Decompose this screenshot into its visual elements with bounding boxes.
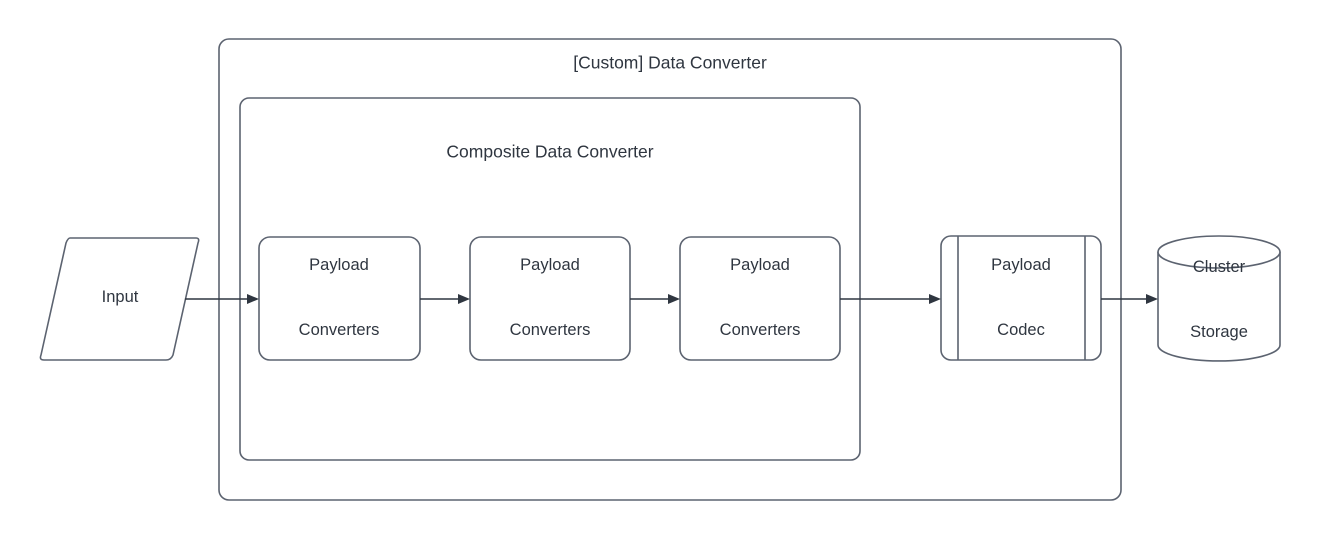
edge-input-to-pc1 xyxy=(185,294,259,304)
node-payload-codec-shape[interactable] xyxy=(940,235,1102,361)
node-cluster-storage-shape[interactable] xyxy=(1157,235,1281,362)
edge-pc2-to-pc3 xyxy=(630,294,680,304)
edge-pc1-to-pc2 xyxy=(420,294,470,304)
container-composite-data-converter[interactable] xyxy=(239,97,861,461)
edge-codec-to-storage xyxy=(1101,294,1158,304)
container-custom-data-converter[interactable] xyxy=(218,38,1122,501)
node-payload-converters-2-shape[interactable] xyxy=(469,236,631,361)
node-payload-converters-3-shape[interactable] xyxy=(679,236,841,361)
node-payload-converters-1-shape[interactable] xyxy=(258,236,421,361)
node-input-shape[interactable] xyxy=(39,237,200,361)
edge-pc3-to-codec xyxy=(840,294,941,304)
